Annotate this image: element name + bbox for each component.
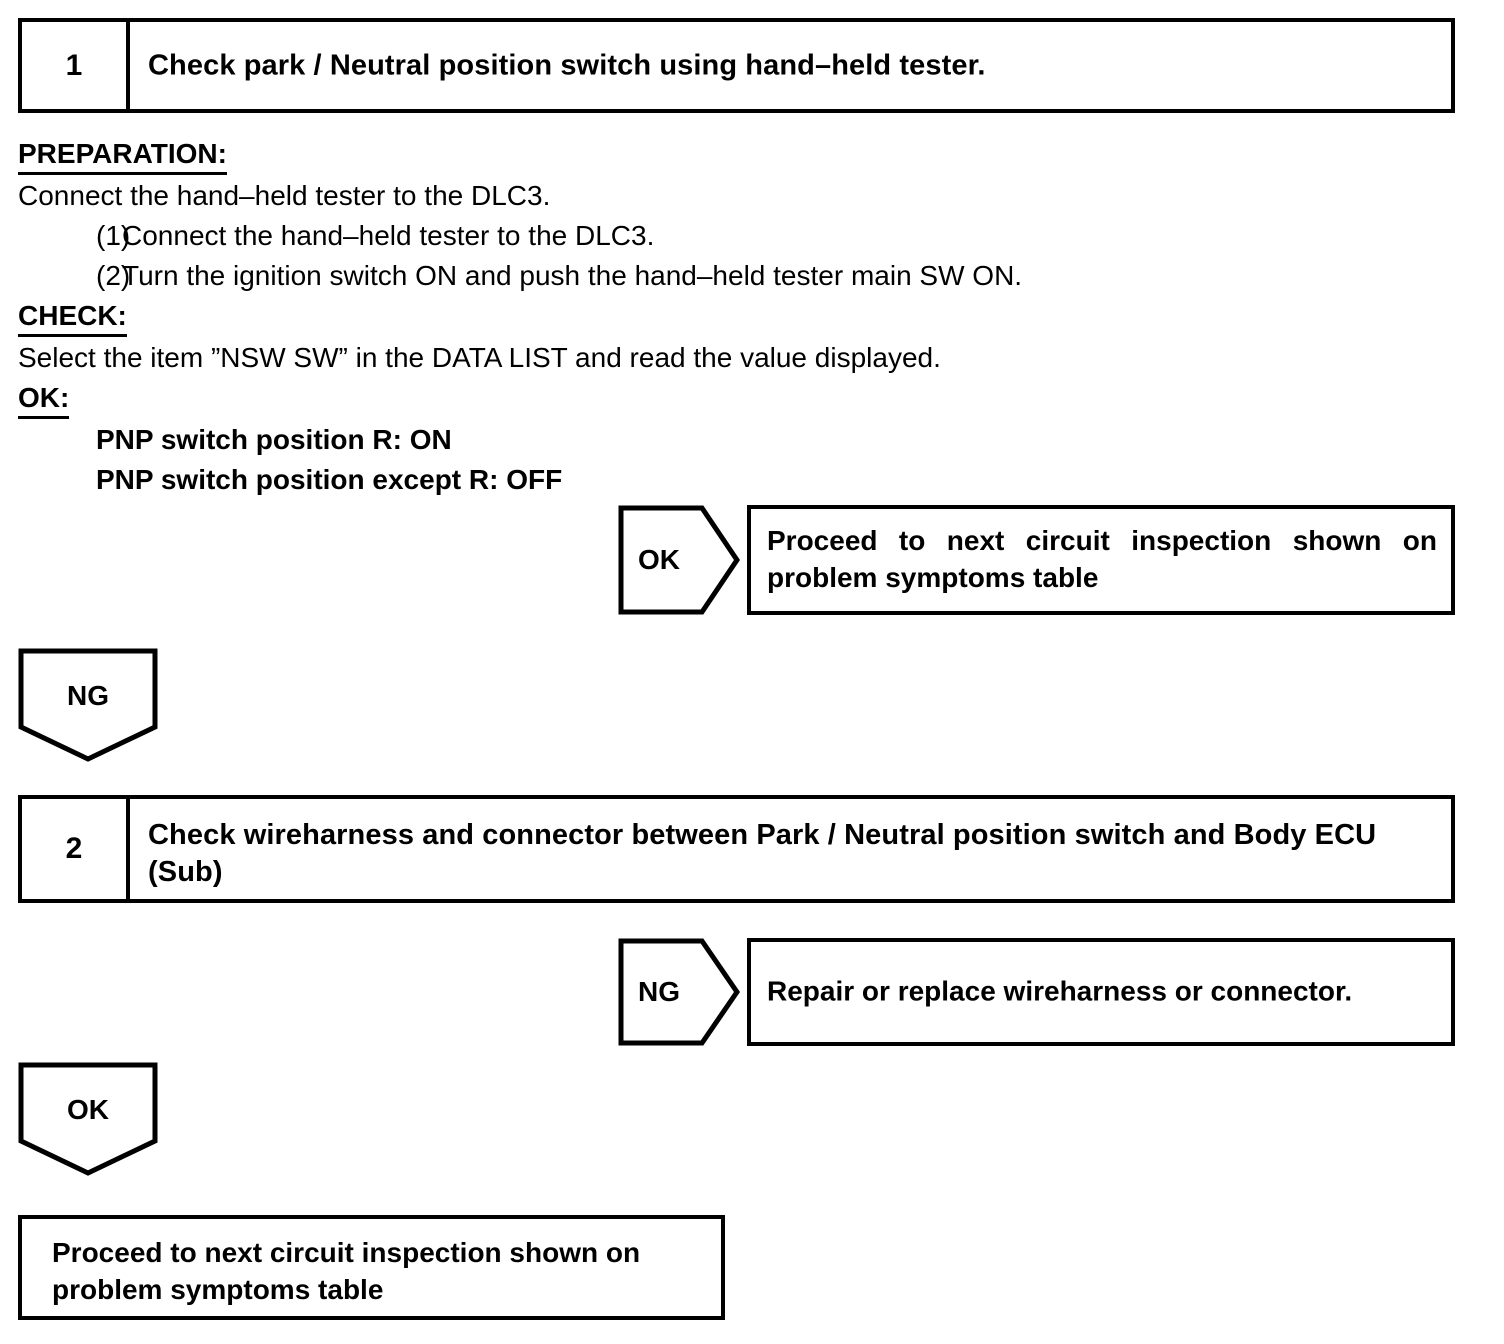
preparation-heading-row: PREPARATION:	[18, 136, 1318, 176]
ng-arrow-step-2-label: NG	[638, 976, 680, 1007]
ok-heading: OK:	[18, 380, 70, 420]
preparation-item-2-marker: (2)	[96, 259, 131, 291]
step-1-title: Check park / Neutral position switch usi…	[148, 48, 986, 81]
ok-arrow-step-2-shape	[18, 1062, 158, 1176]
step-2-number-cell: 2	[22, 799, 130, 899]
preparation-item-1-text: Connect the hand–held tester to the DLC3…	[122, 220, 655, 252]
step-2-ng-result-box: Repair or replace wireharness or connect…	[747, 938, 1455, 1046]
ok-arrow-step-1-label: OK	[638, 544, 680, 575]
step-1-number: 1	[65, 48, 83, 82]
step-1-box: 1 Check park / Neutral position switch u…	[18, 18, 1455, 113]
preparation-intro: Connect the hand–held tester to the DLC3…	[18, 180, 551, 212]
ng-arrow-step-2: NG	[618, 938, 740, 1046]
ok-arrow-step-1-shape	[618, 505, 740, 615]
final-result-box: Proceed to next circuit inspection shown…	[18, 1215, 725, 1320]
ng-arrow-step-1: NG	[18, 648, 158, 762]
final-result-text: Proceed to next circuit inspection shown…	[52, 1237, 641, 1305]
ng-arrow-step-1-shape	[18, 648, 158, 762]
step-2-number: 2	[65, 832, 83, 865]
step-1-number-cell: 1	[22, 22, 130, 109]
ng-arrow-step-2-shape	[618, 938, 740, 1046]
ok-arrow-step-2-label: OK	[67, 1094, 109, 1125]
preparation-heading: PREPARATION:	[18, 136, 227, 176]
step-1-ok-result-box: Proceed to next circuit inspection shown…	[747, 505, 1455, 615]
check-heading-row: CHECK:	[18, 298, 1318, 338]
step-2-title: Check wireharness and connector between …	[148, 819, 1377, 889]
step-2-box: 2 Check wireharness and connector betwee…	[18, 795, 1455, 903]
check-text: Select the item ”NSW SW” in the DATA LIS…	[18, 342, 941, 374]
ng-arrow-step-1-label: NG	[67, 680, 109, 711]
preparation-item-1-marker: (1)	[96, 220, 131, 252]
ok-criteria-item-1: PNP switch position R: ON	[96, 424, 452, 456]
step-1-body: PREPARATION: Connect the hand–held teste…	[18, 134, 1318, 500]
ok-heading-row: OK:	[18, 380, 1318, 420]
step-2-ng-result-text: Repair or replace wireharness or connect…	[767, 975, 1353, 1007]
preparation-item-2-text: Turn the ignition switch ON and push the…	[122, 259, 1023, 291]
ok-criteria-item-2: PNP switch position except R: OFF	[96, 463, 563, 495]
preparation-item-1: (1) Connect the hand–held tester to the …	[18, 216, 1318, 256]
check-heading: CHECK:	[18, 298, 127, 338]
ok-arrow-step-2: OK	[18, 1062, 158, 1176]
step-1-ok-result-text: Proceed to next circuit inspection shown…	[767, 525, 1437, 593]
preparation-item-2: (2) Turn the ignition switch ON and push…	[18, 256, 1318, 296]
ok-arrow-step-1: OK	[618, 505, 740, 615]
